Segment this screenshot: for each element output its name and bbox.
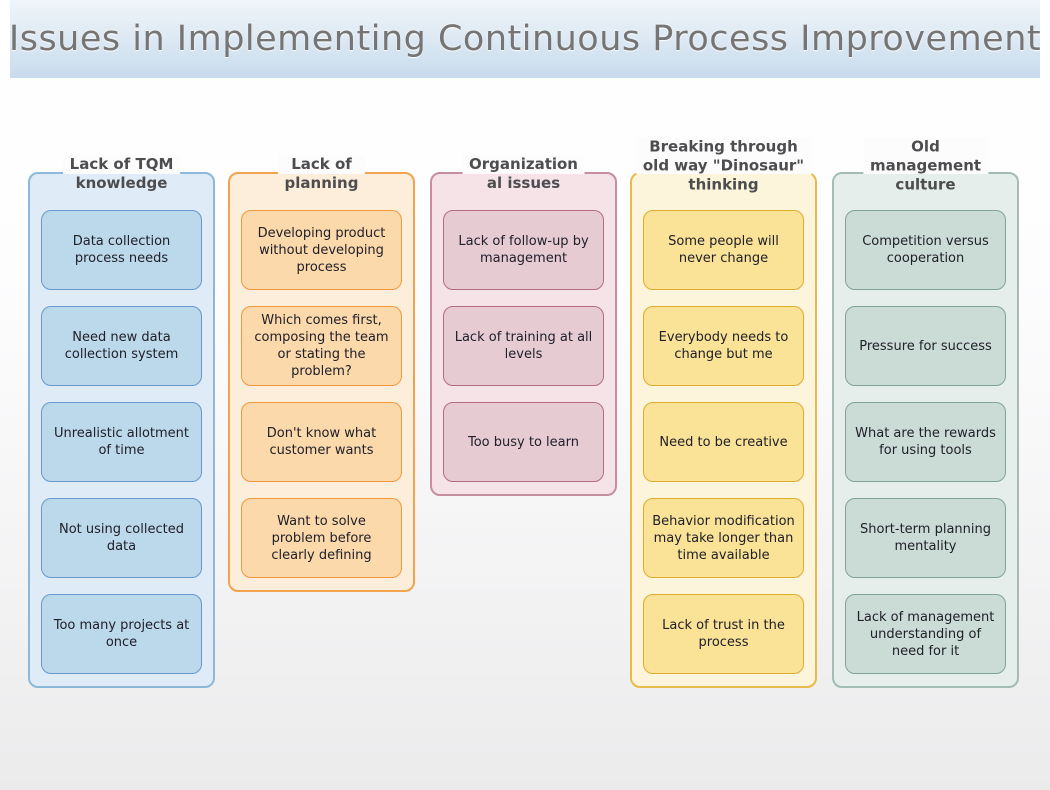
issue-box: Want to solve problem before clearly def…: [241, 498, 402, 578]
issue-box: Too many projects at once: [41, 594, 202, 674]
issue-box: Need to be creative: [643, 402, 804, 482]
category-header-lack-of-tqm-knowledge: Lack of TQM knowledge: [62, 155, 181, 193]
issue-box: Pressure for success: [845, 306, 1006, 386]
issue-box: Lack of training at all levels: [443, 306, 604, 386]
category-panel-dinosaur-thinking: Breaking through old way "Dinosaur" thin…: [630, 137, 817, 688]
issue-box: Competition versus cooperation: [845, 210, 1006, 290]
issue-box: Developing product without developing pr…: [241, 210, 402, 290]
title-band: Issues in Implementing Continuous Proces…: [8, 0, 1042, 78]
issue-box: Short-term planning mentality: [845, 498, 1006, 578]
issue-box: Lack of trust in the process: [643, 594, 804, 674]
issue-box: Everybody needs to change but me: [643, 306, 804, 386]
issue-box: Lack of follow-up by management: [443, 210, 604, 290]
issue-box: Which comes first, composing the team or…: [241, 306, 402, 386]
issue-box: Unrealistic allotment of time: [41, 402, 202, 482]
category-header-lack-of-planning: Lack of planning: [277, 155, 366, 193]
issue-box: Need new data collection system: [41, 306, 202, 386]
issue-box: Some people will never change: [643, 210, 804, 290]
issue-box: What are the rewards for using tools: [845, 402, 1006, 482]
issue-box: Lack of management understanding of need…: [845, 594, 1006, 674]
diagram-title: Issues in Implementing Continuous Proces…: [8, 19, 1042, 59]
category-header-organizational-issues: Organization al issues: [462, 155, 585, 193]
issue-box: Behavior modification may take longer th…: [643, 498, 804, 578]
issue-box: Not using collected data: [41, 498, 202, 578]
issue-box: Data collection process needs: [41, 210, 202, 290]
issue-box: Too busy to learn: [443, 402, 604, 482]
category-header-old-management-culture: Old management culture: [862, 137, 989, 195]
issue-box: Don't know what customer wants: [241, 402, 402, 482]
category-header-dinosaur-thinking: Breaking through old way "Dinosaur" thin…: [635, 137, 812, 195]
